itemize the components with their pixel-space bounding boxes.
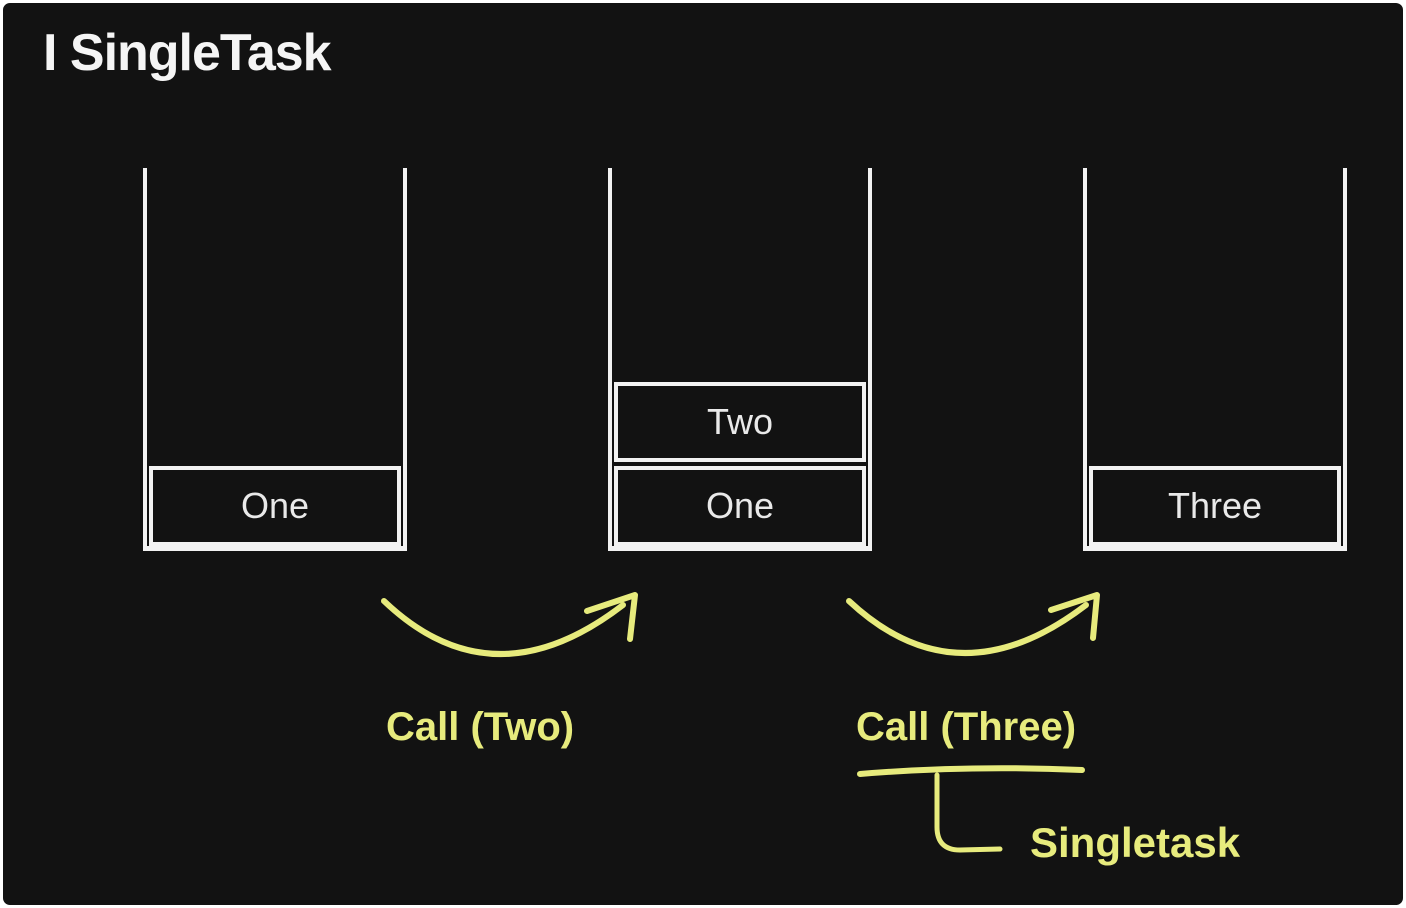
call-three-arrow-icon xyxy=(846,592,1100,656)
page-title: I SingleTask xyxy=(43,24,332,82)
activity-box-one: One xyxy=(149,466,401,546)
activity-label: Two xyxy=(706,401,774,442)
activity-label: Three xyxy=(1167,485,1263,526)
call-three-underline-line xyxy=(857,765,1085,777)
activity-box-one: One xyxy=(614,466,866,546)
call-two-label: Call (Two) xyxy=(386,705,575,749)
activity-box-three: Three xyxy=(1089,466,1341,546)
singletask-connector-line xyxy=(934,772,1003,853)
activity-label: One xyxy=(240,485,310,526)
activity-label: One xyxy=(705,485,775,526)
call-three-label: Call (Three) xyxy=(856,705,1077,749)
call-two-arrow-icon xyxy=(381,592,638,657)
task-stack-2: Two One xyxy=(608,168,872,551)
activity-box-two: Two xyxy=(614,382,866,462)
singletask-label: Singletask xyxy=(1030,819,1241,866)
task-stack-3: Three xyxy=(1083,168,1347,551)
task-stack-1: One xyxy=(143,168,407,551)
